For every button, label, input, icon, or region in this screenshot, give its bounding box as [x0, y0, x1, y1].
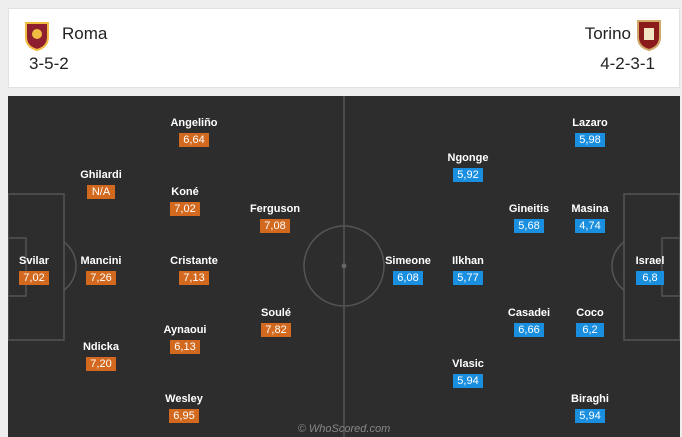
- player-card[interactable]: Ndicka 7,20: [66, 340, 136, 372]
- player-card[interactable]: Coco 6,2: [555, 306, 625, 338]
- player-name: Simeone: [385, 255, 431, 267]
- player-card[interactable]: Mancini 7,26: [66, 254, 136, 286]
- player-card[interactable]: Ngonge 5,92: [433, 151, 503, 183]
- player-name: Gineitis: [508, 203, 550, 215]
- player-rating: 7,26: [86, 271, 116, 285]
- player-rating: 5,77: [453, 271, 483, 285]
- player-card[interactable]: Casadei 6,66: [494, 306, 564, 338]
- player-card[interactable]: Ferguson 7,08: [240, 202, 310, 234]
- player-card[interactable]: Ilkhan 5,77: [433, 254, 503, 286]
- player-name: Casadei: [507, 307, 551, 319]
- player-rating: 6,66: [514, 323, 544, 337]
- player-name: Ilkhan: [452, 255, 484, 267]
- player-name: Aynaoui: [163, 324, 207, 336]
- player-name: Masina: [571, 203, 609, 215]
- watermark: © WhoScored.com: [297, 423, 391, 435]
- player-card[interactable]: Ghilardi N/A: [66, 168, 136, 200]
- player-rating: 7,02: [170, 202, 200, 216]
- player-card[interactable]: Svilar 7,02: [8, 254, 69, 286]
- player-name: Mancini: [80, 255, 122, 267]
- player-name: Ndicka: [82, 341, 120, 353]
- player-name: Biraghi: [571, 393, 609, 405]
- player-rating: 4,74: [575, 219, 605, 233]
- player-card[interactable]: Biraghi 5,94: [555, 392, 625, 424]
- player-rating: 6,8: [636, 271, 664, 285]
- player-rating: 7,02: [19, 271, 49, 285]
- home-formation: 3-5-2: [29, 54, 69, 73]
- player-name: Cristante: [170, 255, 218, 267]
- player-name: Wesley: [165, 393, 203, 405]
- player-name: Koné: [171, 186, 199, 198]
- player-rating: 5,98: [575, 133, 605, 147]
- player-rating: 6,2: [576, 323, 604, 337]
- player-rating: 6,13: [170, 340, 200, 354]
- player-card[interactable]: Israel 6,8: [615, 254, 680, 286]
- player-rating: 6,64: [179, 133, 209, 147]
- roma-crest-icon: [24, 21, 50, 51]
- player-name: Israel: [635, 255, 665, 267]
- player-rating: 7,08: [260, 219, 290, 233]
- player-card[interactable]: Aynaoui 6,13: [150, 323, 220, 355]
- home-team-name: Roma: [62, 24, 108, 43]
- match-header: Roma 3-5-2 Torino 4-2-3-1: [8, 8, 680, 88]
- player-card[interactable]: Vlasic 5,94: [433, 357, 503, 389]
- player-rating: 5,92: [453, 168, 483, 182]
- player-card[interactable]: Koné 7,02: [150, 185, 220, 217]
- player-name: Coco: [576, 307, 604, 319]
- player-card[interactable]: Lazaro 5,98: [555, 116, 625, 148]
- player-card[interactable]: Simeone 6,08: [373, 254, 443, 286]
- player-rating: 7,20: [86, 357, 116, 371]
- player-card[interactable]: Masina 4,74: [555, 202, 625, 234]
- away-formation: 4-2-3-1: [600, 54, 655, 73]
- player-rating: 7,82: [261, 323, 291, 337]
- player-name: Soulé: [261, 307, 291, 319]
- player-card[interactable]: Cristante 7,13: [159, 254, 229, 286]
- player-name: Ferguson: [249, 203, 301, 215]
- torino-crest-icon: [636, 19, 662, 51]
- player-rating: 5,68: [514, 219, 544, 233]
- player-name: Vlasic: [452, 358, 484, 370]
- player-rating: 7,13: [179, 271, 209, 285]
- player-card[interactable]: Gineitis 5,68: [494, 202, 564, 234]
- player-card[interactable]: Wesley 6,95: [149, 392, 219, 424]
- player-name: Svilar: [19, 255, 49, 267]
- player-name: Ghilardi: [80, 169, 122, 181]
- player-name: Angeliño: [170, 117, 218, 129]
- player-rating: N/A: [87, 185, 115, 199]
- player-rating: 6,95: [169, 409, 199, 423]
- pitch: Svilar 7,02 Ghilardi N/A Mancini 7,26 Nd…: [8, 96, 680, 437]
- player-rating: 5,94: [453, 374, 483, 388]
- player-name: Lazaro: [572, 117, 608, 129]
- pitch-markings: [8, 96, 680, 437]
- player-card[interactable]: Soulé 7,82: [241, 306, 311, 338]
- player-rating: 6,08: [393, 271, 423, 285]
- away-team-name: Torino: [584, 24, 631, 43]
- player-name: Ngonge: [447, 152, 489, 164]
- player-card[interactable]: Angeliño 6,64: [159, 116, 229, 148]
- player-rating: 5,94: [575, 409, 605, 423]
